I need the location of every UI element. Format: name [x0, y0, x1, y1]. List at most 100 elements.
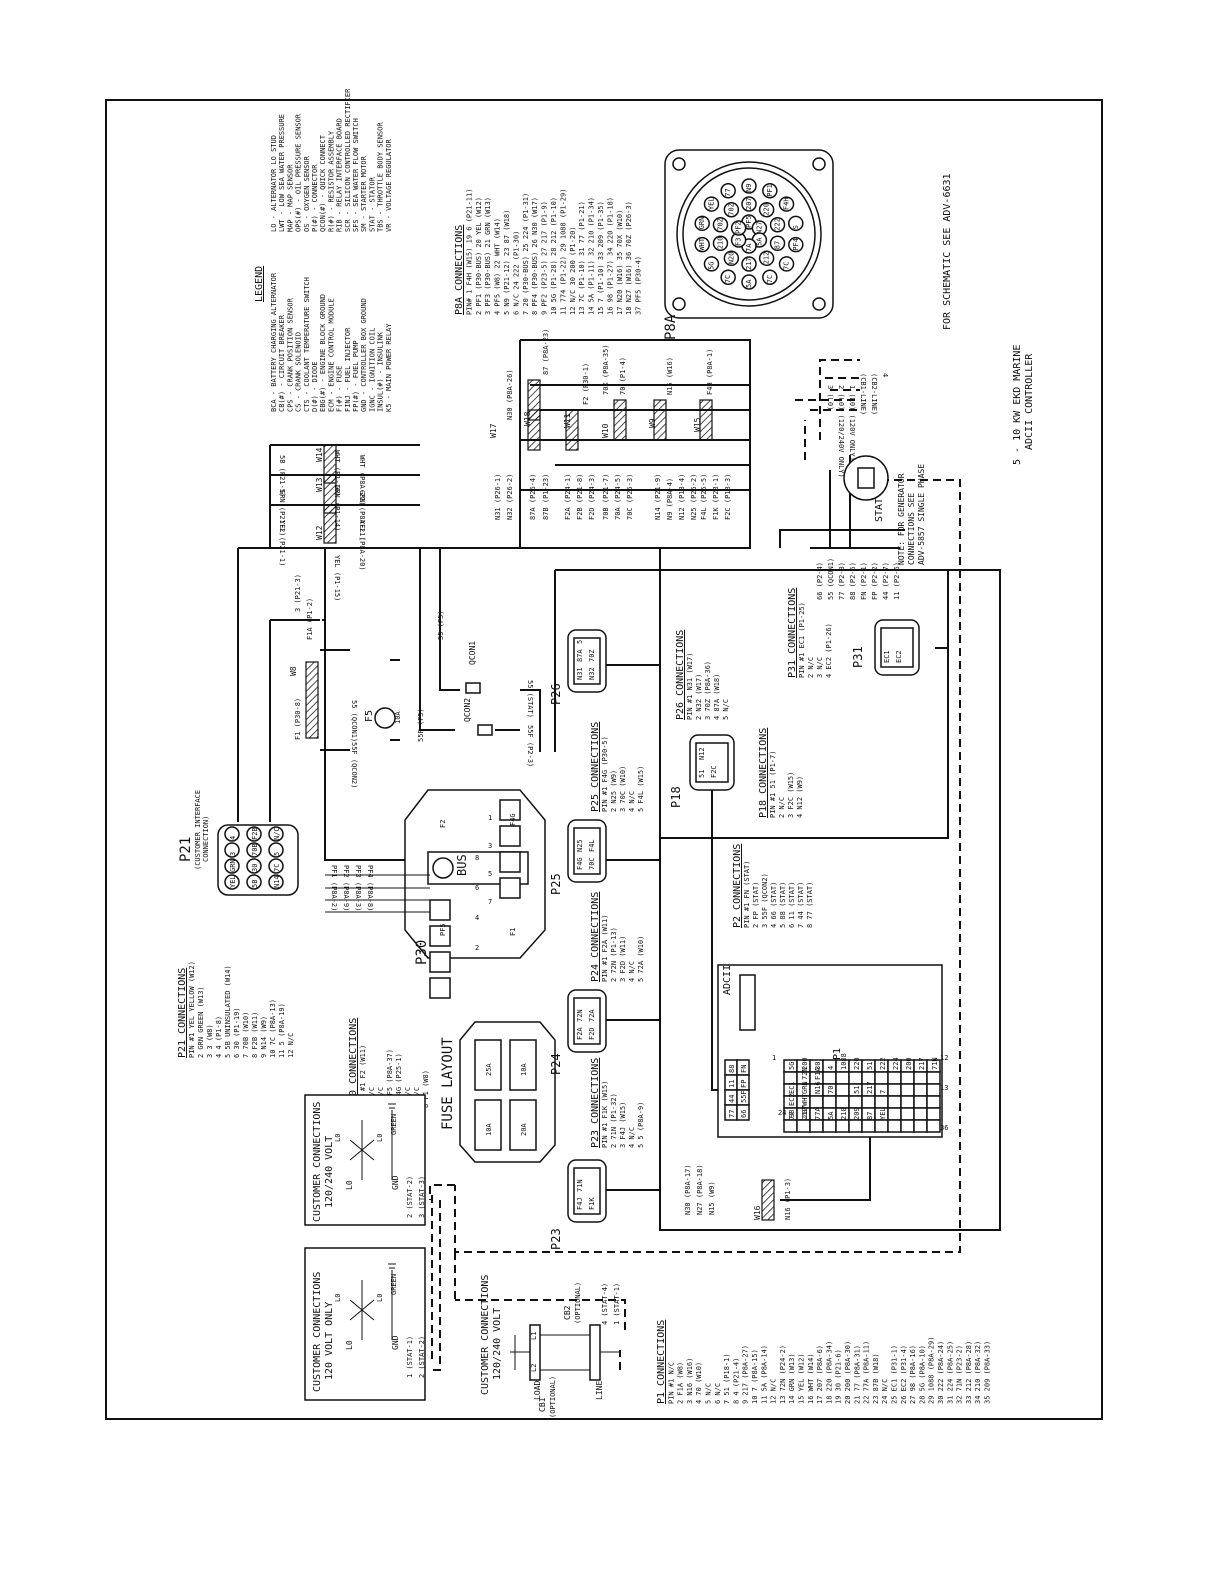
adcii-p1-cell [900, 1071, 915, 1085]
p21-pin-label: N14 [273, 875, 281, 888]
table-row: 2 N/C [807, 657, 815, 678]
cb-line: LINE [595, 1381, 604, 1400]
f5-rating: 10A [394, 711, 402, 724]
adcii-p1-cell [848, 1119, 863, 1133]
p21-table-row: PIN #1 YEL YELLOW (W12) [188, 961, 196, 1058]
adcii-p1-cell [809, 1119, 824, 1133]
adcii-p1-pin: 87 [866, 1112, 874, 1120]
legend-item: K5 - MAIN POWER RELAY [385, 323, 393, 412]
adcii-p1-pin: 72N [801, 1067, 809, 1080]
adcii-p1-number: 1 [772, 1054, 776, 1062]
adcii-p1-cell [848, 1095, 863, 1109]
legend-item: OPS(#) - OIL PRESSURE SENSOR [295, 113, 303, 232]
harness-wire-label: F2A (P24-1) [564, 474, 572, 520]
harness-wire-label: N27 (P8A-18) [696, 1164, 704, 1215]
adcii-p1-pin: F1A [814, 1067, 822, 1080]
table-row: 4 66 (STAT) [770, 882, 778, 928]
p8a-pin-label: 7C [783, 261, 791, 269]
p1-table-row: 7 51 (P18-1) [723, 1353, 731, 1404]
p8a-pin [723, 201, 740, 218]
table-row: PIN #1 N31 (W17) [686, 653, 694, 720]
harness-wiring [237, 339, 1001, 1231]
generator-note-2: CONNECTIONS SEE [907, 493, 916, 565]
table-row: 4 N/C [628, 1127, 636, 1148]
adcii-p2-pin: 77 [728, 1110, 736, 1118]
p8a-pin-label: N20 [727, 252, 735, 265]
adcii-p1-cell [913, 1107, 928, 1121]
legend-item: BCA - BATTERY CHARGING ALTERNATOR [270, 272, 278, 412]
p8a-pin [788, 215, 804, 232]
p1-table-row: 11 5A (P8A-14) [760, 1345, 768, 1404]
p8a-pin-label: 70Z [727, 203, 735, 216]
harness-wire-label: N15 (W16) [666, 357, 674, 395]
p1-connections-table: P1 CONNECTIONS PIN #1 N/C 2 F1A (W8) 3 N… [656, 1320, 992, 1404]
p1-table-row: 20 200 (P8A-30) [844, 1341, 852, 1404]
p21-pin [268, 874, 284, 890]
green-label: GREEN [390, 1114, 398, 1135]
p21-pin-label: 70B [251, 843, 259, 856]
table-row: 2 N/C [778, 797, 786, 818]
harness-wire-label: 70C (P25-3) [626, 474, 634, 520]
table-row: 3 55F (QCON2) [761, 873, 769, 928]
qcon2-label: QCON2 [463, 698, 472, 722]
table-row: PIN #1 FN (STAT) [743, 861, 751, 928]
p21-pin-label: YEL [229, 875, 237, 888]
cb-term-l2: L2 [530, 1364, 538, 1372]
p1-table-row: 19 30 (P21-6) [835, 1349, 843, 1404]
table-row: PIN #1 F2A (W11) [601, 915, 609, 982]
adcii-p1-cell [874, 1095, 889, 1109]
ground-symbol [388, 1263, 396, 1340]
table-row: 4 EC2 (P1-26) [825, 623, 833, 678]
f5-wire-2: 55F (QCON2) [350, 742, 358, 788]
harness-label: W10 [601, 423, 610, 438]
f5-wires: 55 (QCON1) 55F (QCON2) [350, 700, 358, 788]
adcii-p1-label: P1 [832, 1048, 843, 1060]
p1-table-row: 26 EC2 (P31-4) [900, 1345, 908, 1404]
output-wiring [429, 359, 961, 1371]
p8a-pin-label: 7C [724, 275, 732, 283]
p8a-table-row: 11 774 (P1-22) 29 1088 (P1-29) [559, 189, 567, 315]
p8a-pin-label: 87 [774, 241, 782, 249]
adcii-p1-pin: 30 [814, 1062, 822, 1070]
p8a-table-row: 12 N/C 30 200 (P1-20) [569, 226, 577, 315]
table-row: 3 F2C (W15) [787, 772, 795, 818]
table-heading: P25 CONNECTIONS [590, 722, 601, 812]
adcii-p1-pin: 70 [827, 1086, 835, 1094]
p1-table-row: 21 77 (P8A-31) [853, 1345, 861, 1404]
customer-lead: 1 (STAT-1) [406, 1336, 414, 1378]
legend-item: CTS - COOLANT TEMPERATURE SWITCH [303, 277, 311, 412]
p31-label: P31 [851, 646, 865, 668]
p8a-table-row: 14 5A (P1-11) 32 210 (P1-34) [588, 197, 596, 315]
legend-item: F(#) - FUSE [336, 366, 344, 412]
p30-table-row: 4 PF5 (P8A-37) [386, 1049, 394, 1108]
p8a-pin-label: 5G [707, 261, 715, 269]
stator-lead: 11 (P2-6) [893, 562, 901, 600]
drawing-title: 5 - 10 KW EKD MARINE [1012, 345, 1023, 465]
p1-table-row: 6 N/C [714, 1383, 722, 1404]
p30-table-row: 8 F1 (W8) [422, 1070, 430, 1108]
p8a-pin-label: 217 [745, 257, 753, 270]
customer-240-title-2: 120/240 VOLT [324, 1136, 335, 1208]
p8a-table-row: 2 PF1 (P30-BUS) 20 YEL (W12) [475, 197, 483, 315]
p8a-pin [712, 235, 729, 252]
p30-bus-wire: PF1 (P8A-2) [330, 865, 338, 911]
legend-item: SM - STARTER MOTOR [360, 155, 368, 232]
p26-label: P26 [549, 683, 563, 705]
harness-wire-label: F1A (P1-2) [306, 598, 314, 640]
table-row: 3 F4J (W15) [619, 1102, 627, 1148]
adcii-p1-number: 36 [940, 1124, 948, 1132]
stator-output: (CB2-LINE) [870, 373, 878, 415]
adcii-p1-number: 24 [778, 1109, 786, 1117]
stator-lead: 44 (P2-7) [882, 562, 890, 600]
p1-table-row: 24 N/C [881, 1379, 889, 1404]
table-row: 4 N/C [628, 791, 636, 812]
table-row: 5 F4L (W15) [637, 766, 645, 812]
p30-bus-wire: PF2 (P8A-9) [342, 865, 350, 911]
fuse-rating: 25A [485, 1063, 493, 1076]
p8a-pin [778, 256, 795, 272]
adcii-p1-pin: 217 [866, 1081, 874, 1094]
p8a-pin-label: F4H [783, 197, 791, 210]
p8a-pin [769, 235, 786, 252]
